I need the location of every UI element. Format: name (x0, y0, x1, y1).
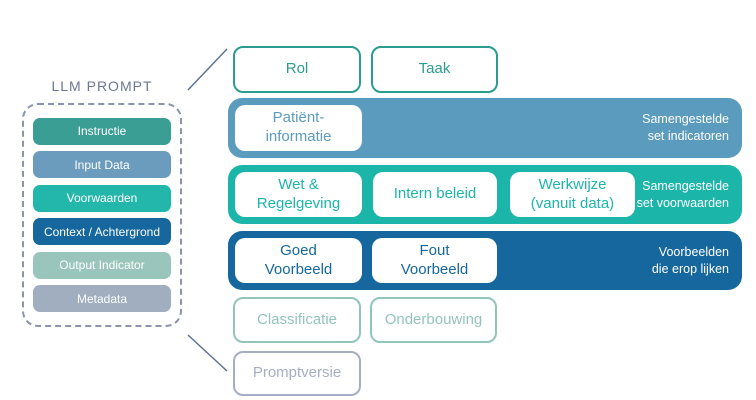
bar-indicatoren-caption: Samengestelde set indicatoren (642, 112, 729, 143)
prompt-part-instructie: Instructie (33, 117, 171, 145)
prompt-part-input-data: Input Data (33, 151, 171, 179)
bar-voorbeelden: Goed Voorbeeld Fout Voorbeeld Voorbeelde… (228, 231, 742, 290)
chip-fout-voorbeeld: Fout Voorbeeld (372, 238, 497, 283)
box-rol: Rol (233, 46, 361, 93)
prompt-part-context-achtergrond: Context / Achtergrond (33, 218, 171, 246)
prompt-part-metadata: Metadata (33, 285, 171, 313)
chip-intern-beleid: Intern beleid (373, 172, 497, 217)
bar-indicatoren: Patiënt- informatie Samengestelde set in… (228, 98, 742, 158)
bar-voorwaarden: Wet & Regelgeving Intern beleid Werkwijz… (228, 165, 742, 224)
prompt-part-voorwaarden: Voorwaarden (33, 184, 171, 212)
llm-prompt-title: LLM PROMPT (51, 78, 153, 94)
box-taak: Taak (371, 46, 498, 93)
llm-prompt-container: Instructie Input Data Voorwaarden Contex… (22, 103, 182, 327)
connector-line-bottom (187, 334, 228, 372)
box-classificatie: Classificatie (233, 297, 361, 343)
prompt-part-output-indicator: Output Indicator (33, 251, 171, 279)
chip-goed-voorbeeld: Goed Voorbeeld (235, 238, 362, 283)
box-promptversie: Promptversie (233, 351, 361, 396)
box-onderbouwing: Onderbouwing (370, 297, 497, 343)
bar-voorwaarden-caption: Samengestelde set voorwaarden (636, 178, 729, 210)
chip-patient-informatie: Patiënt- informatie (235, 105, 362, 151)
bar-voorbeelden-caption: Voorbeelden die erop lijken (651, 244, 729, 276)
chip-werkwijze: Werkwijze (vanuit data) (510, 172, 635, 217)
connector-line-top (187, 48, 228, 91)
chip-wet-regelgeving: Wet & Regelgeving (235, 172, 362, 217)
